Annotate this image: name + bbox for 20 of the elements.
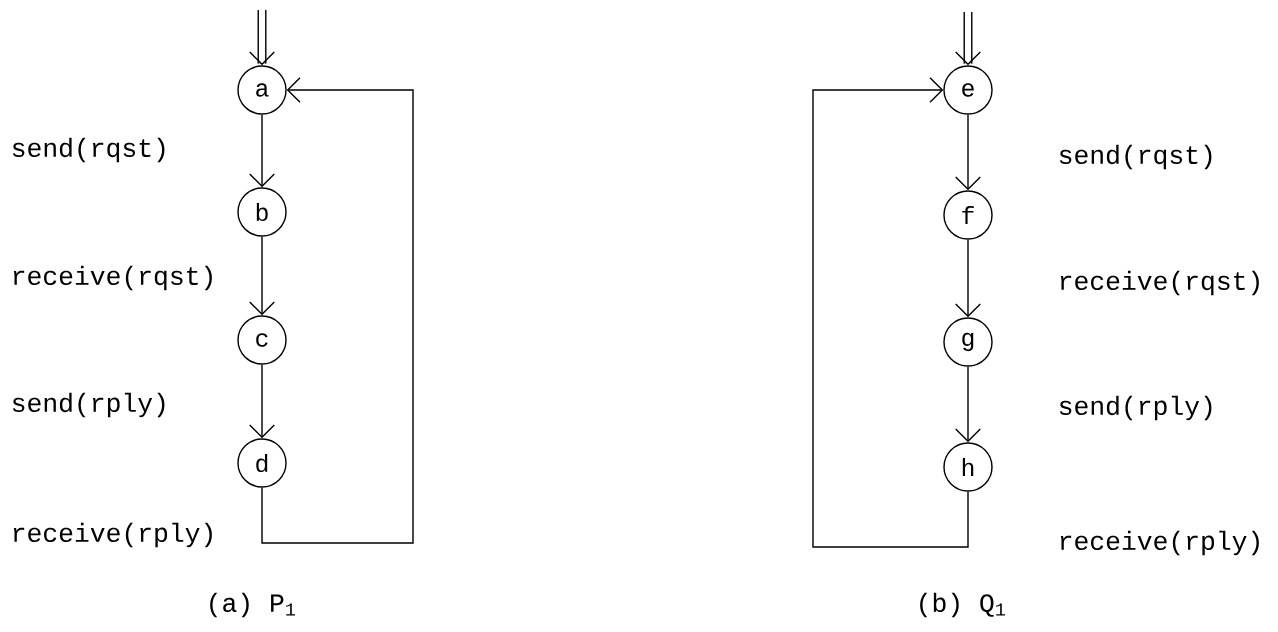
arrow <box>249 236 275 316</box>
arrow <box>812 77 969 548</box>
arrow <box>955 239 981 318</box>
edge-label: receive(rply) <box>1060 530 1259 556</box>
arrow <box>955 12 981 66</box>
edge-label: receive(rply) <box>13 522 212 548</box>
edge-label: send(rqst) <box>1059 144 1212 170</box>
arrow <box>955 366 981 443</box>
edge-label: send(rqst) <box>12 137 165 163</box>
caption: (a) P$_{1}$ <box>210 592 295 618</box>
arrow <box>249 364 275 439</box>
arrow <box>261 77 414 544</box>
arrow <box>249 114 275 188</box>
arrow <box>955 114 981 191</box>
edge-label: send(rply) <box>1059 395 1212 421</box>
edge-label: send(rply) <box>12 392 165 418</box>
edge-label: receive(rqst) <box>13 265 212 291</box>
arrow <box>249 10 275 66</box>
edge-label: receive(rqst) <box>1060 270 1259 296</box>
caption: (b) Q$_{1}$ <box>920 592 1005 618</box>
